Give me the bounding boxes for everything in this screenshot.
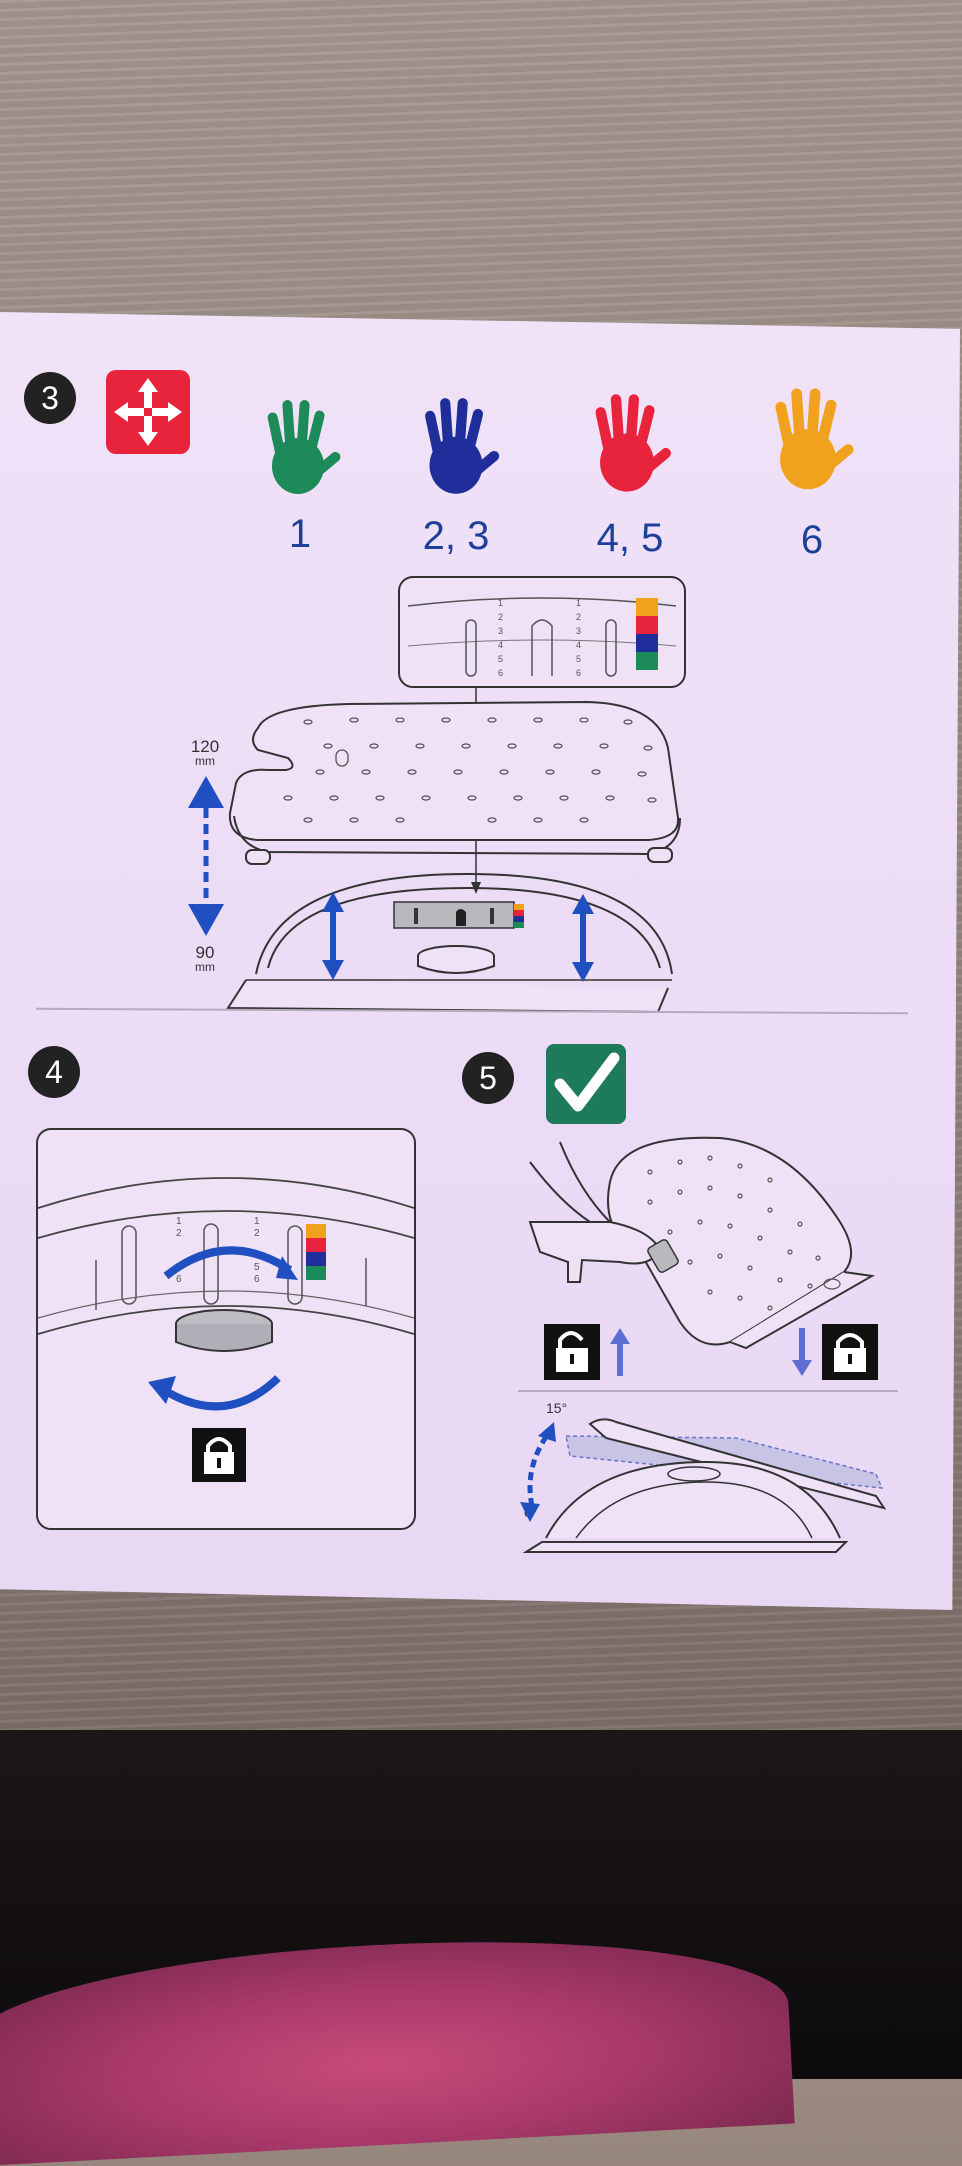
up-arrow-icon <box>610 1328 630 1376</box>
height-max-label: 120 mm <box>191 738 219 767</box>
hand-label-4-5: 4, 5 <box>596 516 664 560</box>
svg-text:6: 6 <box>576 668 581 678</box>
step-5-badge: 5 <box>462 1052 514 1104</box>
svg-text:6: 6 <box>176 1274 182 1285</box>
hand-label-6: 6 <box>800 518 824 562</box>
svg-text:1: 1 <box>176 1216 182 1227</box>
step-5-divider <box>518 1390 898 1392</box>
svg-text:1: 1 <box>576 598 581 608</box>
lock-icon <box>822 1324 878 1380</box>
tilt-view <box>520 1418 887 1553</box>
instruction-sheet: 3 <box>0 312 960 1610</box>
green-hand-icon <box>267 400 341 494</box>
svg-text:2: 2 <box>498 612 503 622</box>
orange-hand-icon <box>775 388 854 490</box>
height-min-unit: mm <box>195 960 215 974</box>
step-4-badge: 4 <box>28 1046 80 1098</box>
step-3-badge: 3 <box>24 372 76 424</box>
svg-text:2: 2 <box>576 612 581 622</box>
height-min-value: 90 <box>195 943 215 962</box>
step-5-foot-tilt <box>528 1136 876 1350</box>
svg-text:6: 6 <box>254 1274 260 1285</box>
blue-hand-icon <box>425 398 500 494</box>
svg-text:3: 3 <box>498 626 503 636</box>
hand-label-2-3: 2, 3 <box>422 514 490 558</box>
four-way-arrows-icon <box>106 370 190 454</box>
rotate-arrow-icon <box>161 1375 281 1411</box>
svg-text:1: 1 <box>498 598 503 608</box>
svg-text:2: 2 <box>254 1228 260 1239</box>
svg-text:4: 4 <box>498 640 503 650</box>
svg-text:5: 5 <box>254 1262 260 1273</box>
svg-text:6: 6 <box>498 668 503 678</box>
svg-text:3: 3 <box>576 626 581 636</box>
footrest-side-view <box>226 688 681 1014</box>
height-max-value: 120 <box>190 737 220 756</box>
down-arrow-icon <box>792 1328 812 1376</box>
tilt-max-label: 15° <box>546 1400 568 1416</box>
unlock-icon <box>544 1324 600 1380</box>
svg-text:5: 5 <box>576 654 581 664</box>
height-max-unit: mm <box>195 754 215 768</box>
svg-text:1: 1 <box>254 1216 260 1227</box>
hand-label-1: 1 <box>288 512 312 556</box>
checkmark-icon <box>546 1044 626 1124</box>
height-min-label: 90 mm <box>195 944 215 973</box>
height-range-arrow <box>188 776 224 936</box>
step-4-knob-detail: 12 56 12 56 <box>36 1128 416 1530</box>
svg-text:2: 2 <box>176 1228 182 1239</box>
lock-icon <box>192 1428 246 1482</box>
svg-text:5: 5 <box>498 654 503 664</box>
scale-detail-callout: 1 2 3 4 5 6 1 2 3 4 5 6 <box>398 576 686 688</box>
svg-text:4: 4 <box>576 640 581 650</box>
red-hand-icon <box>595 394 671 492</box>
